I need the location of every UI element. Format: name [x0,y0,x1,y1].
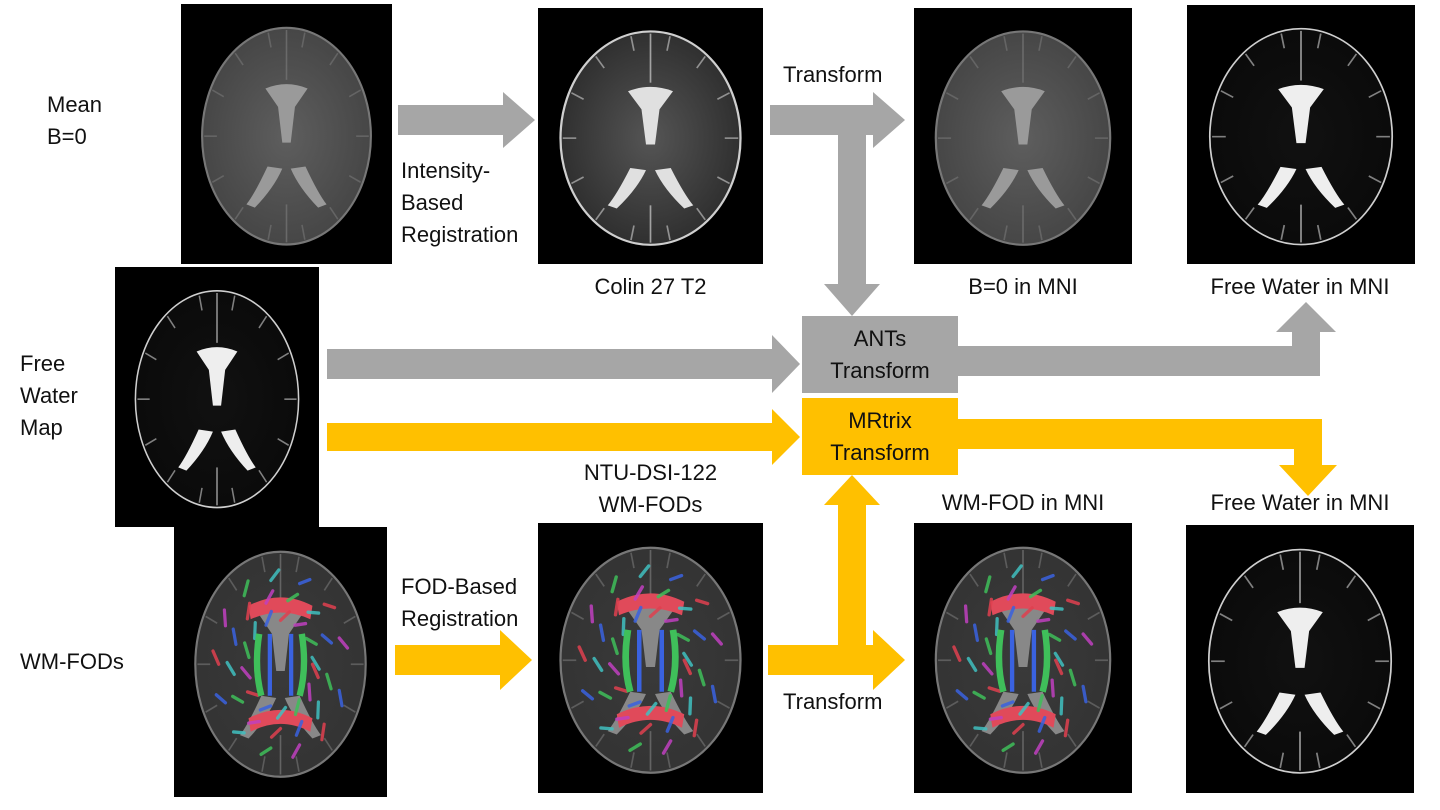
brain-slice-graphic [201,26,372,246]
brain-slice-graphic [1207,548,1393,774]
caption-ntu-wm-fods: NTU-DSI-122 WM-FODs [583,460,718,517]
gold-arrows [327,409,1337,690]
b0-mni-image [914,8,1132,264]
ntu-wm-fods-image [538,523,763,793]
arrow-mrtrix-to-fw-mni [958,419,1337,496]
arrow-transform-to-b0-mni [770,92,905,148]
brain-slice-graphic [934,30,1112,246]
row-label-free-water: Free Water Map [20,351,78,440]
brain-slice-graphic [1208,27,1394,246]
colin-t2-image [538,8,763,264]
gray-arrows [327,92,1336,393]
mean-b0-image [181,4,392,264]
fod-registration-label: FOD-Based Registration [401,574,519,631]
free-water-mni-top-image [1187,5,1415,264]
intensity-registration-label: Intensity- Based Registration [401,158,519,247]
caption-fw-mni-bottom: Free Water in MNI [1210,490,1390,515]
wm-fod-mni-image [914,523,1132,793]
ants-transform-box: ANTs Transform [802,316,958,393]
arrow-free-water-to-ants [327,335,800,393]
free-water-map-image [115,267,319,527]
brain-slice-graphic [194,550,367,778]
row-label-mean-b0: Mean B=0 [47,92,103,149]
brain-slice-graphic [559,546,742,774]
arrow-intensity-registration [398,92,535,148]
transform-top-label: Transform [783,62,883,87]
arrow-ants-to-fw-mni [958,302,1336,376]
caption-fw-mni-top: Free Water in MNI [1210,274,1390,299]
brain-slice-graphic [559,30,742,246]
free-water-mni-bottom-image [1186,525,1414,793]
transform-bottom-label: Transform [783,689,883,714]
row-label-wm-fods: WM-FODs [20,649,124,674]
arrow-free-water-to-mrtrix [327,409,800,465]
arrow-fod-registration [395,630,532,690]
arrow-up-to-mrtrix [824,475,880,645]
caption-wm-fod-mni: WM-FOD in MNI [941,490,1105,515]
mrtrix-transform-box: MRtrix Transform [802,398,958,475]
arrow-transform-to-wmfod-mni [768,630,905,690]
brain-slice-graphic [134,290,300,509]
brain-slice-graphic [934,546,1112,774]
arrow-down-to-ants [824,135,880,316]
caption-b0-mni: B=0 in MNI [968,274,1078,299]
wm-fods-image [174,527,387,797]
caption-colin-t2: Colin 27 T2 [594,274,707,299]
